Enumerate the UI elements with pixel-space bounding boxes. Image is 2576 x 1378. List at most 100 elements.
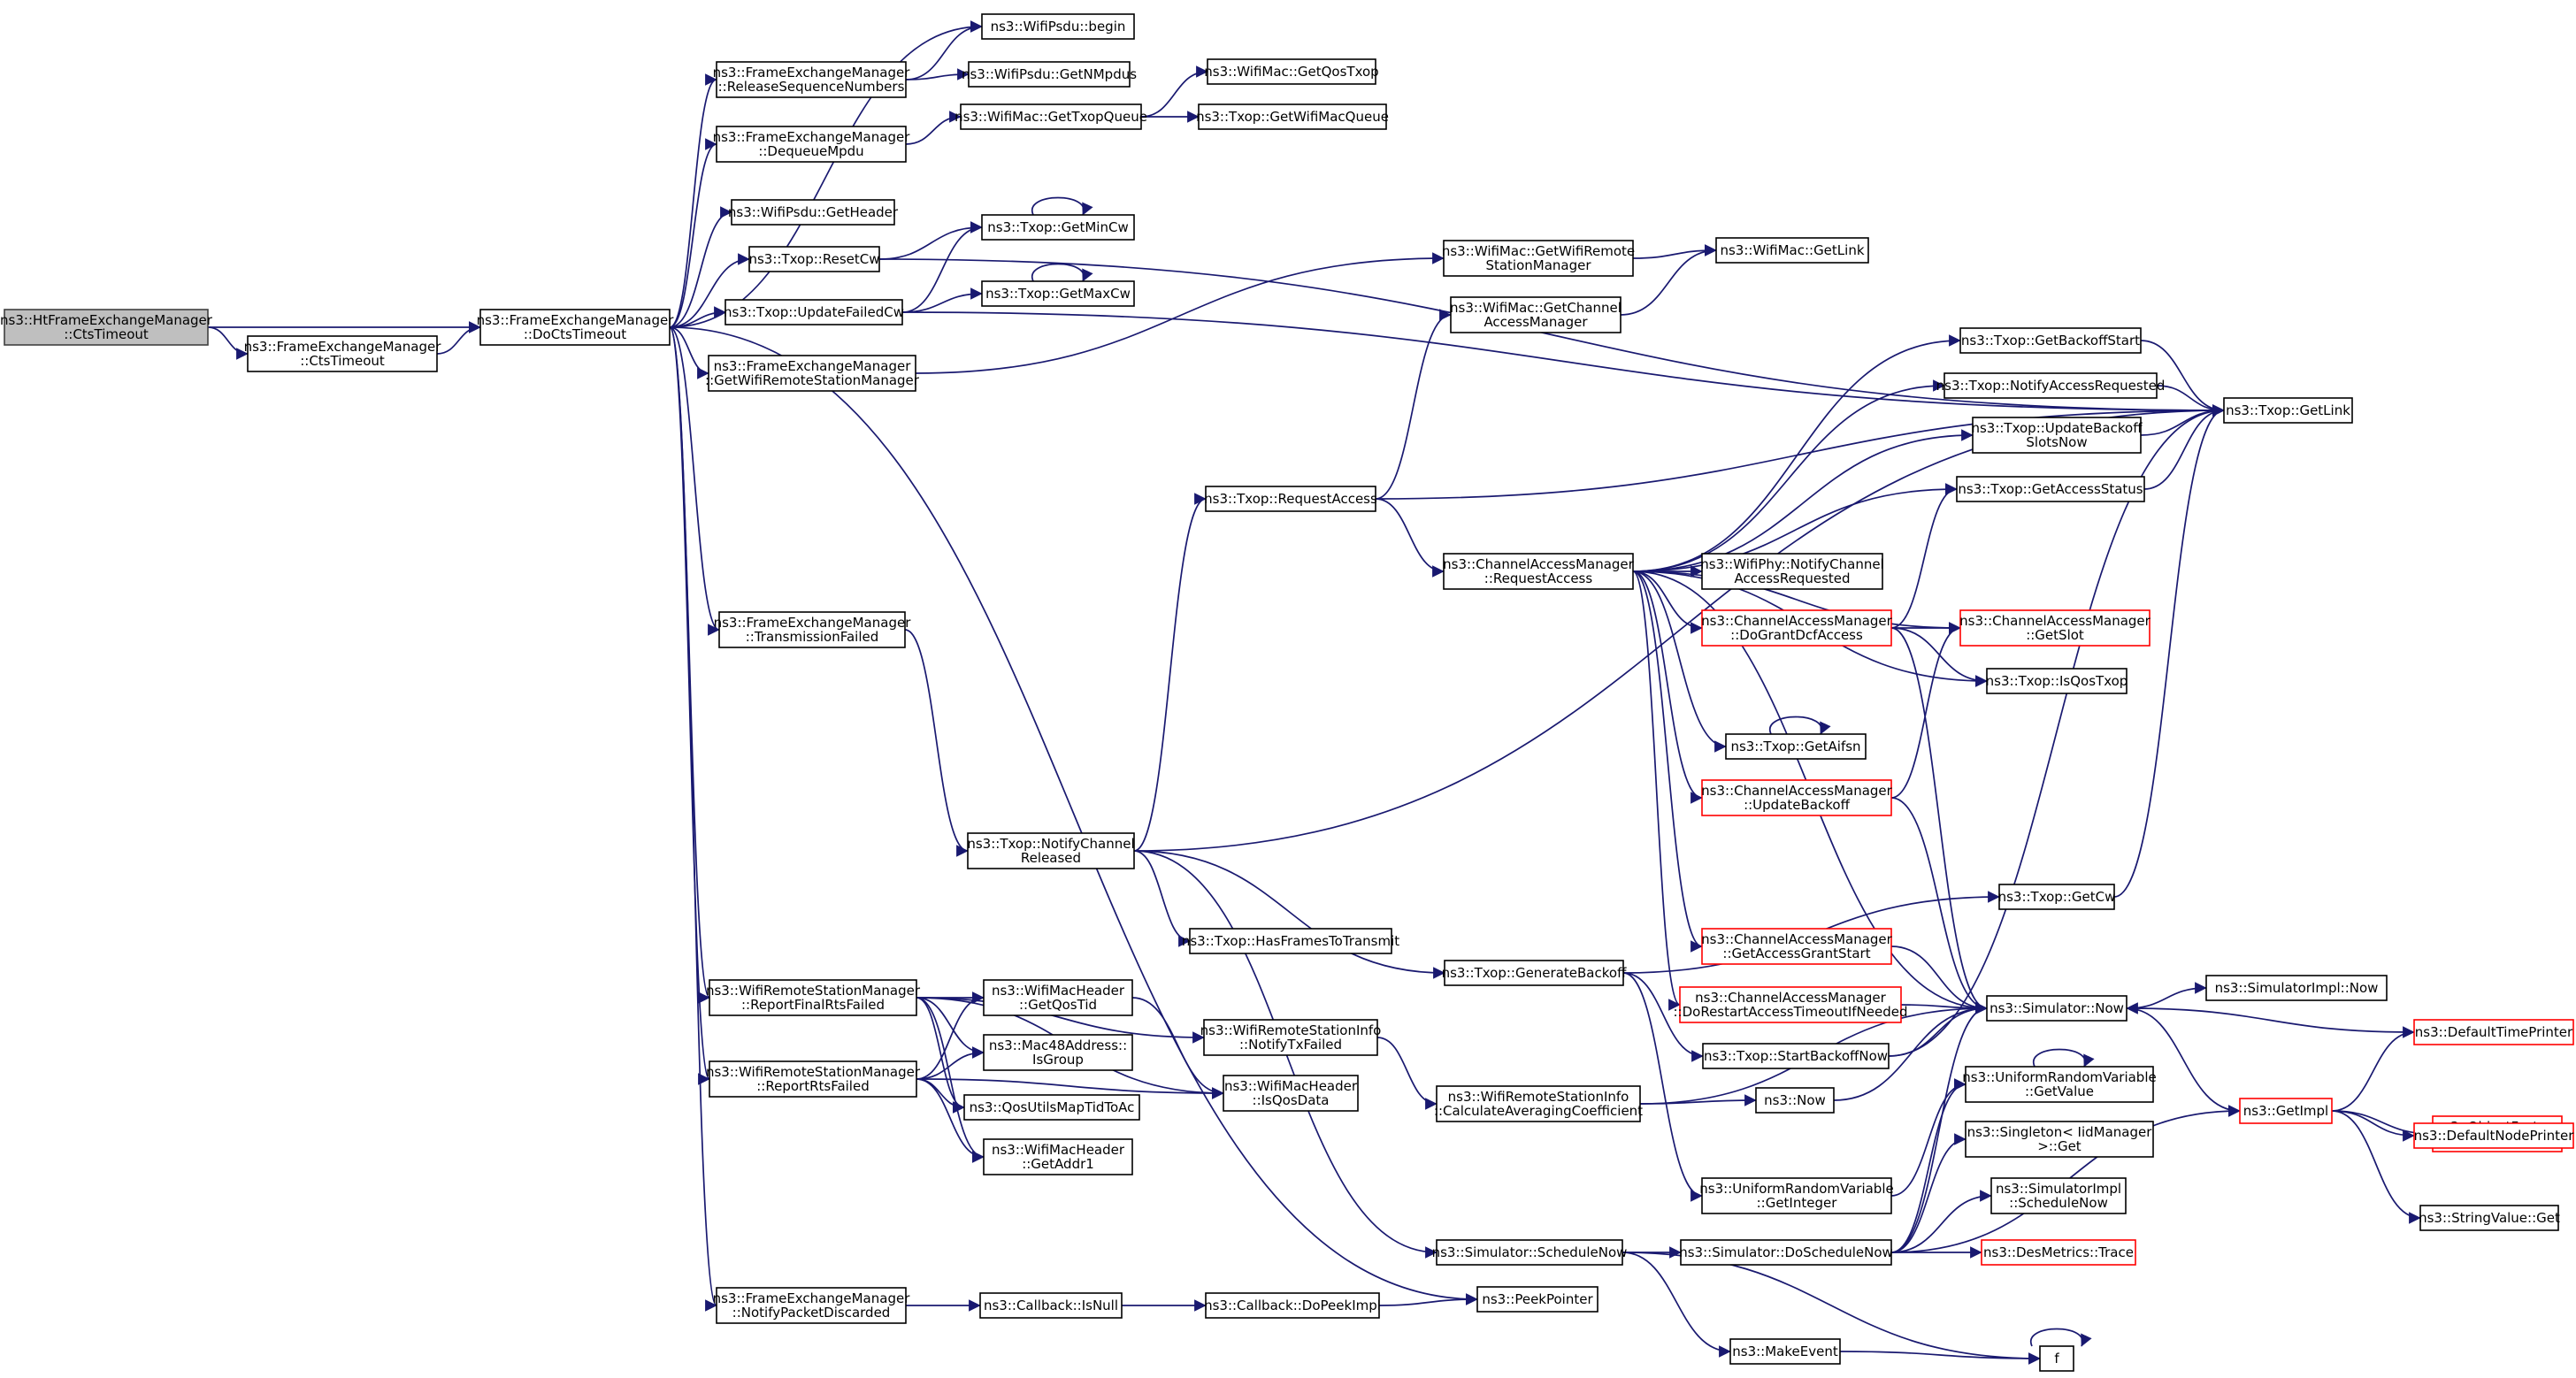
edge-uniformrandomvariable-getvalue-to-uniformrandomvariable-getvalue (2032, 1048, 2095, 1068)
edge-wifiremotestationmanager-reportrtsfailed-to-mac48address-isgroup (916, 1046, 985, 1080)
node-singleton-iidmanager-get[interactable]: ns3::Singleton< IidManager>::Get (1965, 1121, 2154, 1158)
node-wifiphy-notifychannelaccessrequested[interactable]: ns3::WifiPhy::NotifyChannelAccessRequest… (1700, 553, 1884, 590)
edge-txop-resetcw-to-txop-getmincw (878, 221, 983, 260)
node-frameexchangemanager-ctstimeout[interactable]: ns3::FrameExchangeManager::CtsTimeout (244, 335, 442, 372)
node-simulator-now[interactable]: ns3::Simulator::Now (1986, 995, 2128, 1022)
node-wifimacheader-isqosdata[interactable]: ns3::WifiMacHeader::IsQosData (1223, 1075, 1359, 1112)
node-callback-isnull[interactable]: ns3::Callback::IsNull (979, 1292, 1123, 1319)
node-htframeexchangemanager-ctstimeout[interactable]: ns3::HtFrameExchangeManager::CtsTimeout (0, 309, 213, 346)
node-label: ::TransmissionFailed (746, 629, 879, 645)
node-wifimacheader-getqostid[interactable]: ns3::WifiMacHeader::GetQosTid (983, 979, 1133, 1016)
edge-makeevent-to-f (1839, 1351, 2041, 1365)
edge-frameexchangemanager-doctstimeout-to-frameexchangemanager-getwifiremotestationmanager (669, 326, 709, 379)
node-peekpointer[interactable]: ns3::PeekPointer (1476, 1286, 1598, 1313)
node-frameexchangemanager-getwifiremotestationmanager[interactable]: ns3::FrameExchangeManager::GetWifiRemote… (705, 355, 920, 392)
node-label: ns3::HtFrameExchangeManager (0, 312, 213, 328)
node-channelaccessmanager-requestaccess[interactable]: ns3::ChannelAccessManager::RequestAccess (1443, 553, 1635, 590)
node-uniformrandomvariable-getvalue[interactable]: ns3::UniformRandomVariable::GetValue (1962, 1066, 2157, 1103)
edge-channelaccessmanager-requestaccess-to-txop-getaifsn (1632, 570, 1727, 753)
node-txop-getcw[interactable]: ns3::Txop::GetCw (1998, 884, 2116, 910)
node-txop-getmincw[interactable]: ns3::Txop::GetMinCw (981, 214, 1135, 241)
node-txop-hasframestotransmit[interactable]: ns3::Txop::HasFramesToTransmit (1182, 928, 1399, 954)
node-frameexchangemanager-releasesequencenumbers[interactable]: ns3::FrameExchangeManager::ReleaseSequen… (713, 61, 911, 98)
node-wifimac-getqostxop[interactable]: ns3::WifiMac::GetQosTxop (1204, 58, 1379, 85)
node-wifimac-gettxopqueue[interactable]: ns3::WifiMac::GetTxopQueue (954, 103, 1147, 130)
node-getimpl[interactable]: ns3::GetImpl (2239, 1098, 2333, 1124)
node-channelaccessmanager-updatebackoff[interactable]: ns3::ChannelAccessManager::UpdateBackoff (1701, 779, 1893, 816)
node-wifimacheader-getaddr1[interactable]: ns3::WifiMacHeader::GetAddr1 (983, 1138, 1133, 1175)
node-txop-notifyaccessrequested[interactable]: ns3::Txop::NotifyAccessRequested (1936, 372, 2166, 399)
edge-txop-notifychannelreleased-to-txop-generatebackoff (1133, 850, 1445, 979)
node-box (1701, 1177, 1892, 1214)
node-frameexchangemanager-dequeuempdu[interactable]: ns3::FrameExchangeManager::DequeueMpdu (713, 126, 911, 163)
node-txop-getlink[interactable]: ns3::Txop::GetLink (2223, 397, 2353, 424)
node-box (1444, 960, 1624, 986)
node-stringvalue-get[interactable]: ns3::StringValue::Get (2419, 1205, 2560, 1231)
node-channelaccessmanager-dograntdcfaccess[interactable]: ns3::ChannelAccessManager::DoGrantDcfAcc… (1701, 609, 1893, 647)
node-simulatorimpl-now[interactable]: ns3::SimulatorImpl::Now (2205, 975, 2388, 1001)
node-box (1755, 1087, 1835, 1114)
node-channelaccessmanager-getaccessgrantstart[interactable]: ns3::ChannelAccessManager::GetAccessGran… (1701, 928, 1893, 965)
node-txop-generatebackoff[interactable]: ns3::Txop::GenerateBackoff (1442, 960, 1627, 986)
node-txop-startbackoffnow[interactable]: ns3::Txop::StartBackoffNow (1702, 1043, 1890, 1069)
node-label: ns3::FrameExchangeManager (477, 312, 675, 328)
node-desmetrics-trace[interactable]: ns3::DesMetrics::Trace (1981, 1239, 2136, 1266)
node-txop-requestaccess[interactable]: ns3::Txop::RequestAccess (1204, 486, 1377, 512)
node-label: ns3::Now (1764, 1092, 1826, 1108)
edge-channelaccessmanager-requestaccess-to-channelaccessmanager-updatebackoff (1632, 570, 1703, 804)
node-box (2413, 1019, 2574, 1045)
node-defaulttimeprinter[interactable]: ns3::DefaultTimePrinter (2413, 1019, 2574, 1045)
node-label: ns3::FrameExchangeManager (713, 129, 911, 145)
node-label: ns3::Txop::UpdateFailedCw (724, 304, 904, 320)
node-txop-getwifimacqueue[interactable]: ns3::Txop::GetWifiMacQueue (1196, 103, 1389, 130)
node-label: ::GetInteger (1757, 1195, 1838, 1211)
node-simulator-doschedulenow[interactable]: ns3::Simulator::DoScheduleNow (1679, 1239, 1893, 1266)
node-qosutilsmaptidtoac[interactable]: ns3::QosUtilsMapTidToAc (963, 1094, 1140, 1121)
node-defaultnodeprinter[interactable]: ns3::DefaultNodePrinter (2413, 1122, 2575, 1149)
edge-simulator-doschedulenow-to-singleton-iidmanager-get (1890, 1133, 1966, 1253)
node-txop-isqostxop[interactable]: ns3::Txop::IsQosTxop (1986, 668, 2128, 694)
node-box (1959, 609, 2150, 647)
node-wifiremotestationmanager-reportrtsfailed[interactable]: ns3::WifiRemoteStationManager::ReportRts… (706, 1060, 921, 1098)
node-wifipsdu-getnmpdus[interactable]: ns3::WifiPsdu::GetNMpdus (962, 61, 1137, 88)
node-frameexchangemanager-transmissionfailed[interactable]: ns3::FrameExchangeManager::TransmissionF… (714, 611, 912, 648)
node-callback-dopeekimpl[interactable]: ns3::Callback::DoPeekImpl (1204, 1292, 1381, 1319)
node-channelaccessmanager-dorestartaccesstimeoutifneeded[interactable]: ns3::ChannelAccessManager::DoRestartAcce… (1673, 986, 1908, 1023)
node-simulator-schedulenow[interactable]: ns3::Simulator::ScheduleNow (1432, 1239, 1628, 1266)
node-box (983, 1138, 1133, 1175)
node-txop-getbackoffstart[interactable]: ns3::Txop::GetBackoffStart (1959, 327, 2142, 354)
node-channelaccessmanager-getslot[interactable]: ns3::ChannelAccessManager::GetSlot (1959, 609, 2151, 647)
node-txop-updatefailedcw[interactable]: ns3::Txop::UpdateFailedCw (724, 299, 904, 325)
node-txop-resetcw[interactable]: ns3::Txop::ResetCw (748, 246, 880, 272)
node-f[interactable]: f (2039, 1345, 2074, 1372)
node-box (731, 199, 895, 226)
node-wifimac-getlink[interactable]: ns3::WifiMac::GetLink (1715, 237, 1869, 264)
node-txop-getaifsn[interactable]: ns3::Txop::GetAifsn (1725, 733, 1867, 760)
node-frameexchangemanager-doctstimeout[interactable]: ns3::FrameExchangeManager::DoCtsTimeout (477, 309, 675, 346)
node-frameexchangemanager-notifypacketdiscarded[interactable]: ns3::FrameExchangeManager::NotifyPacketD… (713, 1287, 911, 1324)
node-wifipsdu-getheader[interactable]: ns3::WifiPsdu::GetHeader (728, 199, 899, 226)
edge-txop-getmaxcw-to-txop-getmaxcw (1031, 263, 1093, 282)
node-box (708, 355, 916, 392)
node-wifiremotestationmanager-reportfinalrtsfailed[interactable]: ns3::WifiRemoteStationManager::ReportFin… (706, 979, 921, 1016)
node-txop-getmaxcw[interactable]: ns3::Txop::GetMaxCw (981, 280, 1135, 307)
node-wifiremotestationinfo-notifytxfailed[interactable]: ns3::WifiRemoteStationInfo::NotifyTxFail… (1200, 1019, 1382, 1056)
node-label: ns3::Txop::GetAifsn (1730, 739, 1860, 754)
node-wifipsdu-begin[interactable]: ns3::WifiPsdu::begin (981, 13, 1135, 40)
node-txop-getaccessstatus[interactable]: ns3::Txop::GetAccessStatus (1956, 476, 2145, 502)
node-now[interactable]: ns3::Now (1755, 1087, 1835, 1114)
node-label: ::GetValue (2025, 1083, 2094, 1099)
node-wifiremotestationinfo-calculateaveragingcoefficient[interactable]: ns3::WifiRemoteStationInfo::CalculateAve… (1434, 1085, 1643, 1122)
node-label: Released (1021, 850, 1081, 866)
node-simulatorimpl-schedulenow[interactable]: ns3::SimulatorImpl::ScheduleNow (1990, 1177, 2127, 1214)
node-mac48address-isgroup[interactable]: ns3::Mac48Address::IsGroup (983, 1034, 1133, 1071)
node-wifimac-getwifiremotestationmanager[interactable]: ns3::WifiMac::GetWifiRemoteStationManage… (1442, 240, 1635, 277)
node-label: ns3::Txop::GetWifiMacQueue (1196, 109, 1389, 125)
node-uniformrandomvariable-getinteger[interactable]: ns3::UniformRandomVariable::GetInteger (1699, 1177, 1894, 1214)
node-makeevent[interactable]: ns3::MakeEvent (1729, 1338, 1841, 1365)
edge-frameexchangemanager-dequeuempdu-to-wifimac-gettxopqueue (905, 111, 962, 145)
